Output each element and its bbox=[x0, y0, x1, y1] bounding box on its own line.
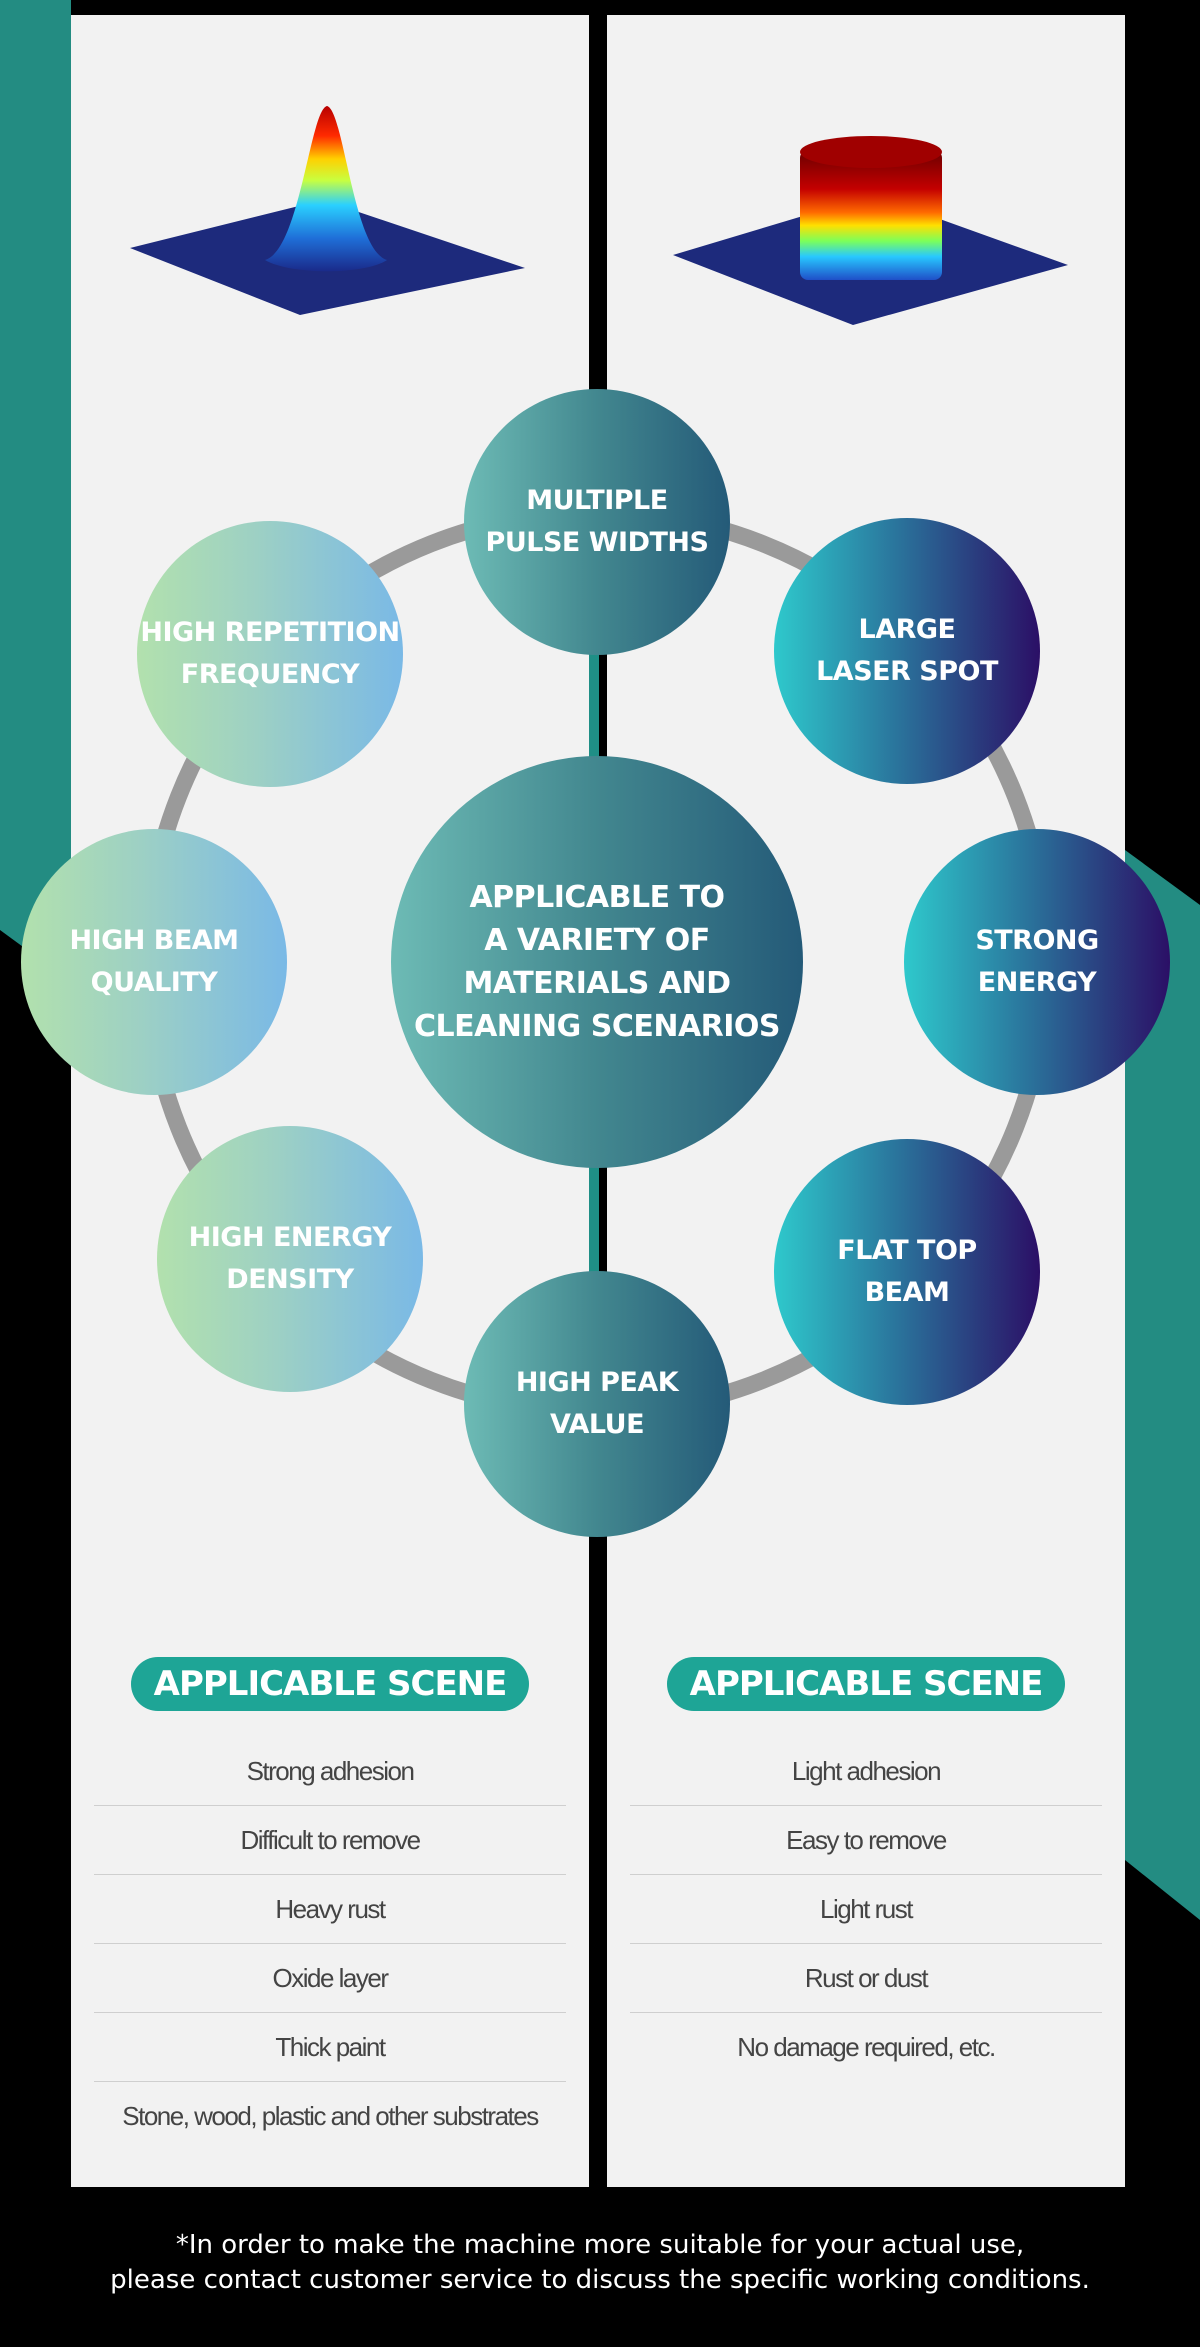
feature-high-energy-density: HIGH ENERGY DENSITY bbox=[157, 1126, 423, 1392]
scene-item: Difficult to remove bbox=[94, 1806, 566, 1875]
feature-high-peak-value: HIGH PEAK VALUE bbox=[464, 1271, 730, 1537]
feature-high-beam-quality: HIGH BEAM QUALITY bbox=[21, 829, 287, 1095]
footer-line-2: please contact customer service to discu… bbox=[110, 2265, 1090, 2295]
scene-title-right: APPLICABLE SCENE bbox=[667, 1657, 1065, 1711]
center-circle: APPLICABLE TO A VARIETY OF MATERIALS AND… bbox=[391, 756, 803, 1168]
connector-line-top bbox=[589, 640, 599, 770]
scene-item: Stone, wood, plastic and other substrate… bbox=[122, 2101, 539, 2131]
scene-item: Light adhesion bbox=[630, 1737, 1102, 1806]
scene-item: No damage required, etc. bbox=[737, 2032, 996, 2062]
scene-item: Rust or dust bbox=[630, 1944, 1102, 2013]
scene-list-right: Light adhesion Easy to remove Light rust… bbox=[630, 1737, 1102, 2082]
scene-item: Easy to remove bbox=[630, 1806, 1102, 1875]
scene-item: Thick paint bbox=[94, 2013, 566, 2082]
feature-strong-energy: STRONG ENERGY bbox=[904, 829, 1170, 1095]
scene-list-left: Strong adhesion Difficult to remove Heav… bbox=[94, 1737, 566, 2151]
footer-line-1: *In order to make the machine more suita… bbox=[175, 2230, 1025, 2260]
scene-title-left: APPLICABLE SCENE bbox=[131, 1657, 529, 1711]
feature-high-repetition-frequency: HIGH REPETITION FREQUENCY bbox=[137, 521, 403, 787]
feature-multiple-pulse-widths: MULTIPLE PULSE WIDTHS bbox=[464, 389, 730, 655]
connector-line-bottom bbox=[589, 1160, 599, 1290]
scene-item: Oxide layer bbox=[94, 1944, 566, 2013]
feature-flat-top-beam: FLAT TOP BEAM bbox=[774, 1139, 1040, 1405]
scene-item: Light rust bbox=[630, 1875, 1102, 1944]
footer-note: *In order to make the machine more suita… bbox=[0, 2228, 1200, 2298]
gaussian-beam-profile-icon bbox=[130, 106, 525, 315]
scene-item: Heavy rust bbox=[94, 1875, 566, 1944]
scene-item: Strong adhesion bbox=[94, 1737, 566, 1806]
feature-large-laser-spot: LARGE LASER SPOT bbox=[774, 518, 1040, 784]
flat-top-beam-profile-icon bbox=[673, 136, 1068, 325]
